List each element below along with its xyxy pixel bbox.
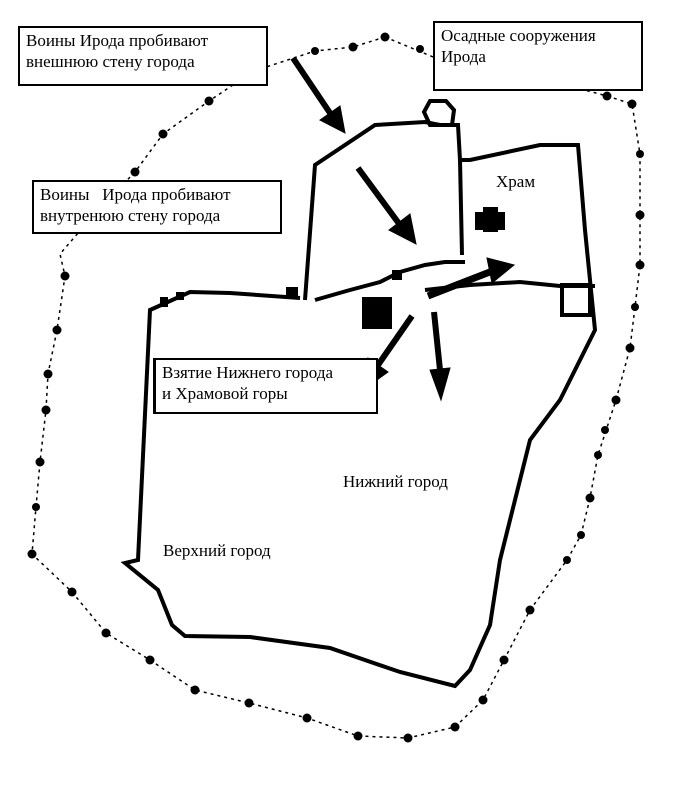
- inner-wall-label-line1: Воины Ирода пробивают: [40, 185, 231, 204]
- siege-works-label-line2: Ирода: [441, 47, 486, 66]
- inner-wall-breach-label: Воины Ирода пробивают внутренюю стену го…: [32, 180, 282, 234]
- inner-wall-label-line2: внутренюю стену города: [40, 206, 221, 225]
- capture-label-line2: и Храмовой горы: [162, 384, 288, 403]
- capture-lower-city-label: Взятие Нижнего города и Храмовой горы: [153, 358, 378, 414]
- siege-works-label-line1: Осадные сооружения: [441, 26, 596, 45]
- outer-wall-label-line2: внешнюю стену города: [26, 52, 195, 71]
- lower-city-label: Нижний город: [343, 472, 448, 491]
- outer-wall-label-line1: Воины Ирода пробивают: [26, 31, 209, 50]
- temple-label: Храм: [496, 172, 536, 191]
- siege-works-label: Осадные сооружения Ирода: [433, 21, 643, 91]
- capture-label-line1: Взятие Нижнего города: [162, 363, 334, 382]
- fortress-blocks: [160, 207, 505, 329]
- upper-city-label: Верхний город: [163, 541, 271, 560]
- outer-wall-breach-label: Воины Ирода пробивают внешнюю стену горо…: [18, 26, 268, 86]
